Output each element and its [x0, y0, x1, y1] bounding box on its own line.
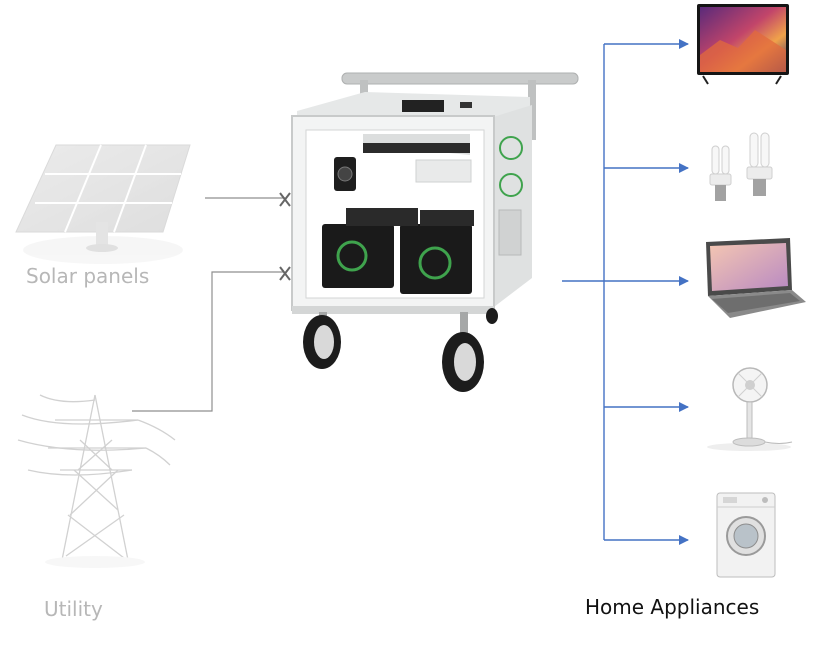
light-bulbs-icon — [709, 132, 773, 201]
home-appliances-label: Home Appliances — [585, 595, 760, 619]
solar-panel-icon — [15, 144, 191, 264]
input-connectors — [132, 197, 285, 412]
standing-fan-icon — [707, 367, 793, 451]
washing-machine-icon — [716, 492, 776, 578]
switch-x-marks — [279, 192, 291, 281]
television-icon — [697, 4, 789, 85]
battery-cart-icon — [291, 72, 579, 392]
solar-panels-label: Solar panels — [26, 264, 150, 288]
power-pylon-icon — [17, 394, 176, 568]
laptop-icon — [706, 238, 806, 318]
utility-label: Utility — [44, 597, 103, 621]
output-connectors — [562, 39, 689, 545]
